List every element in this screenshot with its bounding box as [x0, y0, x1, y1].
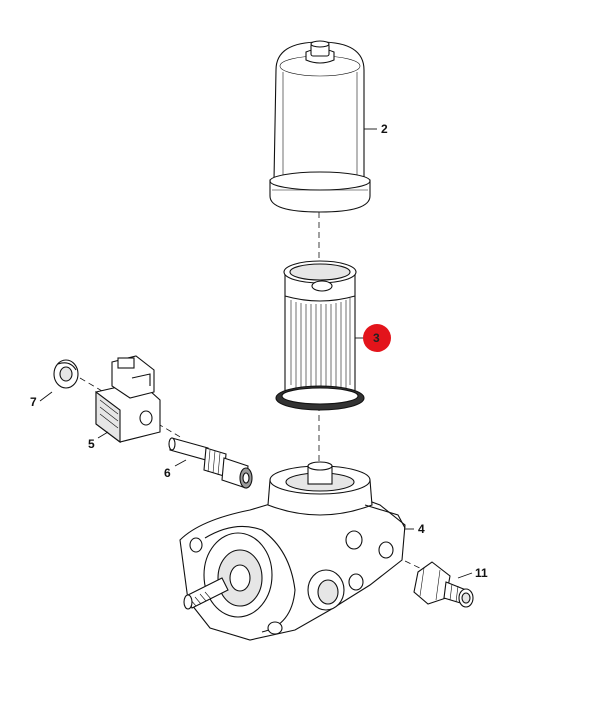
leader-7	[39, 391, 53, 402]
callout-3-highlight[interactable]: 3	[363, 324, 391, 352]
leader-6	[174, 459, 187, 467]
part-3-filter-element[interactable]	[275, 260, 365, 411]
part-11-fitting[interactable]	[413, 561, 474, 608]
part-2-filter-housing[interactable]	[269, 40, 371, 213]
callout-3: 3	[373, 331, 380, 345]
callout-5[interactable]: 5	[88, 437, 95, 451]
part-5-solenoid-coil[interactable]	[95, 355, 161, 444]
leader-5	[97, 431, 109, 439]
callout-4[interactable]: 4	[418, 522, 425, 536]
leader-11	[457, 572, 473, 579]
part-6-valve-cartridge[interactable]	[168, 437, 253, 489]
part-4-pump-body[interactable]	[179, 461, 406, 641]
callout-6[interactable]: 6	[164, 466, 171, 480]
callout-7[interactable]: 7	[30, 395, 37, 409]
callout-3-marker	[363, 324, 391, 352]
callout-11[interactable]: 11	[475, 566, 488, 580]
callout-2[interactable]: 2	[381, 122, 388, 136]
part-7-washer[interactable]	[53, 359, 79, 389]
